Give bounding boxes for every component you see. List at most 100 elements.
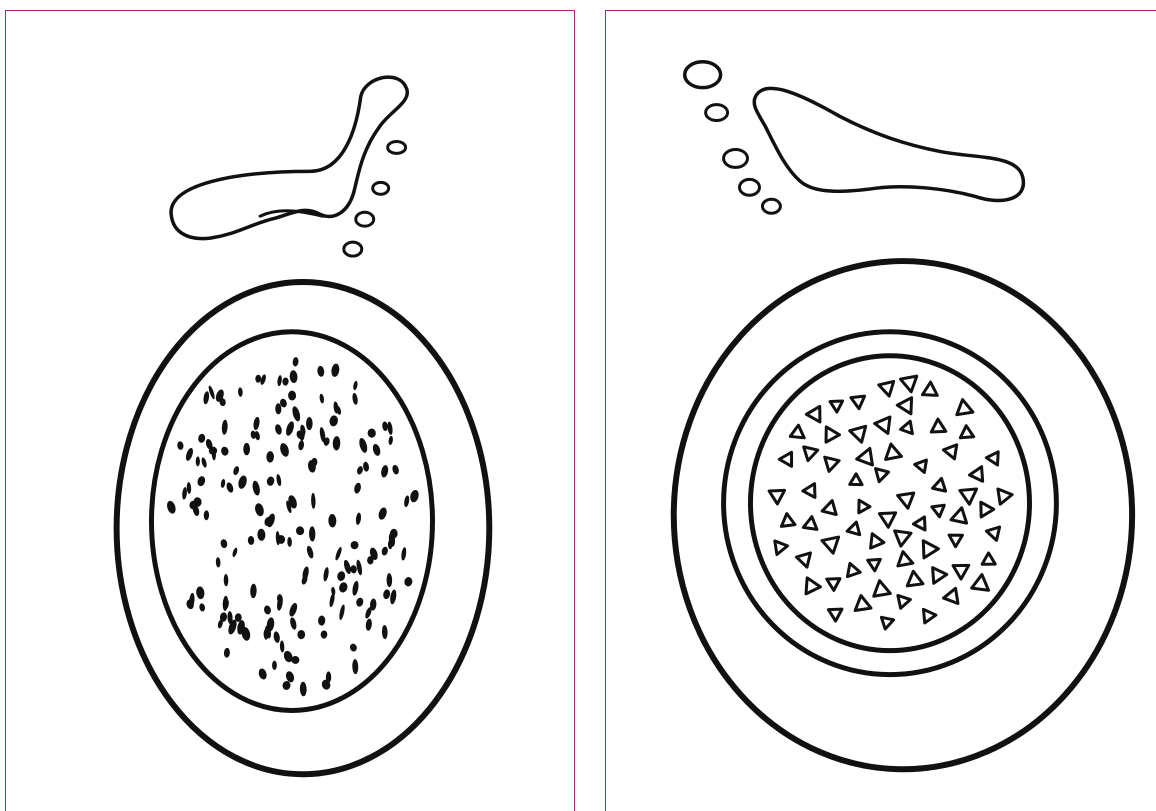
left-cell-dot — [352, 393, 359, 406]
left-particle — [344, 242, 362, 256]
left-cell-dot — [248, 536, 255, 545]
left-cell-dot — [199, 603, 206, 612]
right-cell-triangle — [769, 490, 784, 504]
right-cell-triangle — [775, 541, 788, 555]
left-cell-dot — [216, 557, 221, 568]
right-cell-triangle — [949, 535, 962, 547]
right-cell-triangle — [851, 396, 865, 409]
right-particle — [740, 179, 760, 195]
left-cell-dot — [330, 363, 340, 377]
left-cell-dot — [222, 596, 228, 611]
right-cell-triangle — [828, 609, 842, 621]
left-cell-dot — [382, 421, 389, 431]
right-cell-triangle — [806, 578, 820, 594]
left-cell-dot — [224, 574, 229, 586]
panel-left — [5, 10, 575, 811]
right-cell-triangle — [850, 426, 866, 442]
left-cell-dot — [320, 630, 327, 639]
left-cell-dot — [409, 489, 420, 503]
right-cell-triangle — [998, 489, 1012, 504]
left-cell-dot — [275, 403, 281, 414]
right-cell-triangle — [951, 508, 967, 523]
left-cell-dot — [204, 510, 210, 520]
right-cell-triangle — [960, 426, 973, 438]
left-cell-dot — [266, 451, 274, 463]
right-particle — [685, 62, 721, 88]
right-inner-ring — [750, 356, 1029, 651]
right-cell-triangle — [827, 579, 840, 591]
left-cell-dot — [367, 428, 376, 438]
left-cell-dot — [318, 615, 326, 626]
right-cell-triangle — [803, 484, 815, 498]
left-cell-dot — [289, 617, 297, 631]
right-cell-triangle — [933, 478, 946, 491]
right-cell-triangles — [769, 376, 1012, 629]
left-cell-dot — [372, 443, 382, 457]
left-cell-dot — [196, 475, 206, 487]
left-cell-dot — [274, 424, 283, 436]
right-cell-triangle — [957, 400, 973, 415]
left-cell-dot — [238, 387, 243, 397]
left-cell-dot — [276, 474, 282, 487]
right-particle — [762, 199, 780, 213]
right-cell-triangle — [804, 447, 818, 461]
left-cell-dot — [350, 565, 357, 574]
left-cell-dot — [177, 441, 184, 450]
left-cell-dot — [272, 661, 277, 670]
left-cell-dot — [243, 443, 250, 455]
left-cell-dot — [300, 682, 307, 697]
right-cell-triangle — [960, 489, 977, 504]
left-cell-dot — [237, 475, 248, 490]
left-illustration — [6, 11, 574, 811]
right-cell-triangle — [986, 527, 999, 540]
right-cell-triangle — [933, 568, 947, 584]
left-cell-dot — [338, 604, 346, 620]
left-cell-dot — [382, 589, 391, 600]
right-cell-triangle — [859, 500, 870, 513]
left-cell-dot — [280, 640, 285, 652]
left-particle — [388, 141, 406, 153]
right-cell-triangle — [901, 421, 913, 433]
right-cell-triangle — [847, 522, 860, 535]
left-cell-dot — [380, 465, 389, 479]
left-cell-dot — [365, 618, 372, 631]
right-cell-triangle — [931, 419, 946, 432]
left-cell-dot — [255, 375, 261, 383]
left-cell-dot — [362, 461, 369, 472]
left-cell-dot — [282, 377, 289, 385]
left-cell-dot — [186, 482, 191, 494]
left-cell-dot — [257, 529, 266, 542]
right-cell-triangle — [779, 452, 791, 466]
right-cell-triangle — [822, 501, 836, 515]
left-cell-dot — [355, 512, 361, 525]
left-cell-dot — [287, 537, 292, 547]
right-cell-triangle — [874, 581, 891, 597]
left-cell-dot — [266, 476, 275, 487]
right-cell-triangle — [790, 425, 804, 438]
left-cell-dot — [257, 668, 268, 681]
left-cell-dot — [195, 586, 205, 600]
right-cell-triangle — [886, 444, 902, 459]
right-cell-triangle — [915, 460, 927, 472]
left-cell-dot — [353, 482, 362, 494]
left-cell-dot — [263, 605, 271, 615]
right-cell-triangle — [855, 596, 871, 611]
left-cell-dot — [284, 420, 295, 436]
left-cell-dot — [288, 602, 299, 618]
right-outer-ring — [674, 261, 1132, 769]
left-cell-dot — [232, 465, 240, 475]
left-cell-dot — [403, 495, 410, 507]
left-cell-dot — [203, 391, 210, 405]
left-cell-dot — [289, 370, 298, 383]
right-cell-triangle — [953, 565, 969, 579]
left-cell-dot — [231, 547, 238, 558]
left-cell-dot — [386, 573, 392, 587]
left-particle — [356, 212, 374, 226]
left-cell-dot — [253, 416, 261, 430]
right-cell-triangle — [796, 553, 810, 567]
left-cell-dot — [309, 526, 316, 541]
left-cell-dot — [356, 465, 364, 475]
right-cell-triangle — [923, 541, 938, 558]
left-cell-dot — [297, 630, 305, 639]
right-cell-triangle — [850, 474, 862, 485]
